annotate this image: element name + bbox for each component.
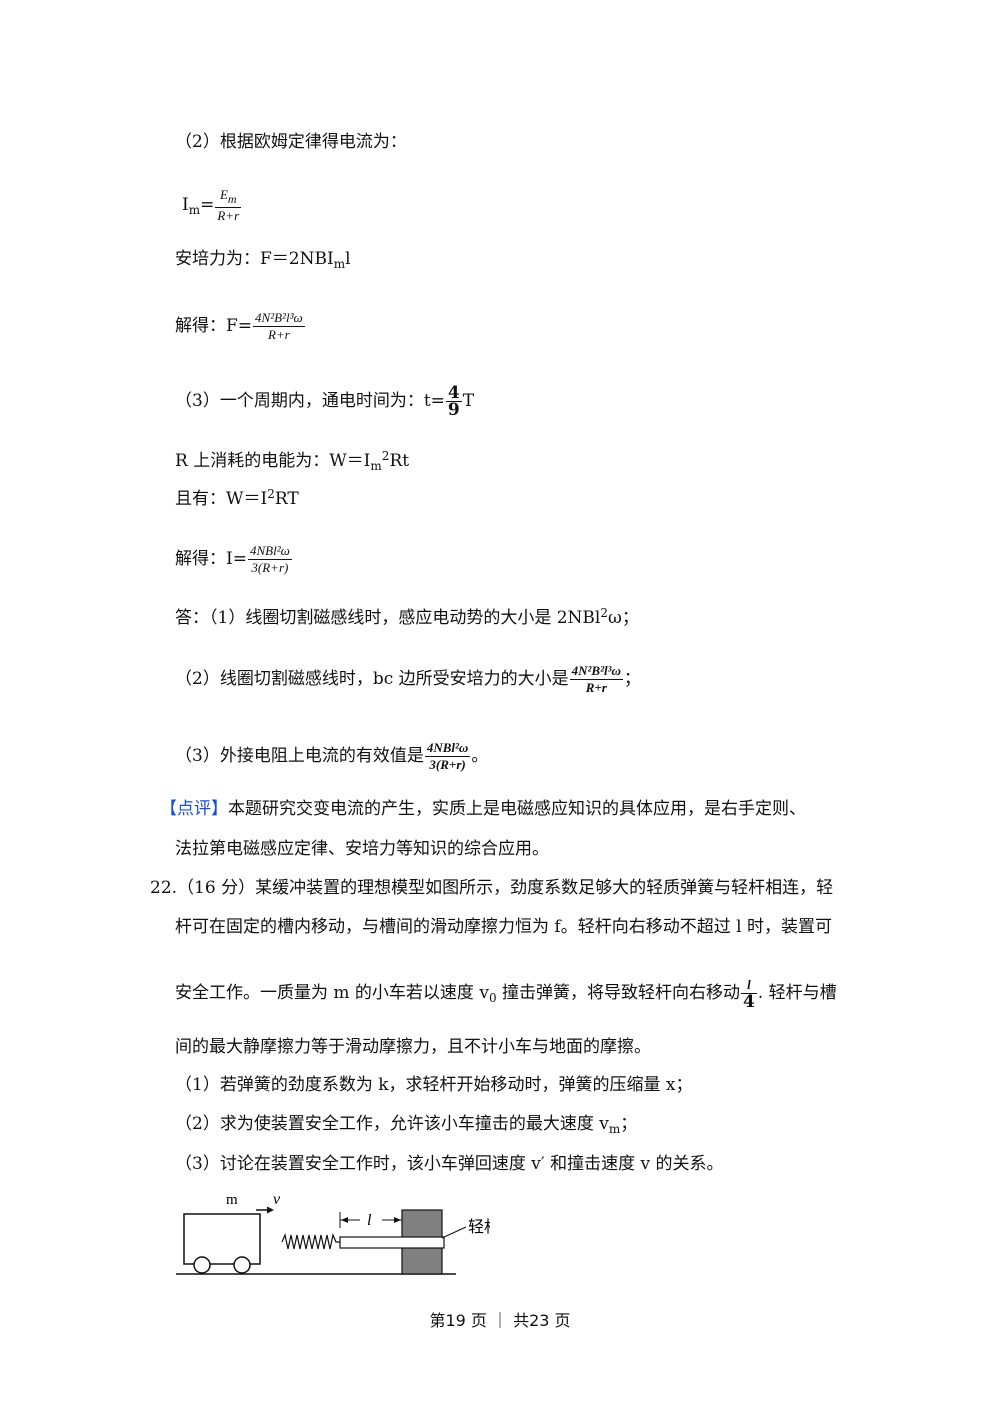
velocity-arrowhead [267,1206,274,1214]
length-arrowhead-left [341,1217,348,1223]
cart-wheel-left [193,1256,211,1274]
question-22-line-2: 杆可在固定的槽内移动，与槽间的滑动摩擦力恒为 f。轻杆向右移动不超过 l 时，装… [175,917,832,937]
question-22-part-2: （2）求为使装置安全工作，允许该小车撞击的最大速度 vm； [175,1114,638,1136]
question-22-line-4: 间的最大静摩擦力等于滑动摩擦力，且不计小车与地面的摩擦。 [175,1037,651,1057]
line-ampere-force: 安培力为：F＝2NBIml [175,249,351,271]
spring [281,1233,340,1250]
page-footer: 第19 页 ｜ 共23 页 [429,1311,571,1330]
rod-label-leader [441,1226,467,1239]
length-label: l [367,1212,372,1229]
cart-body [183,1213,261,1265]
line-energy-r: R 上消耗的电能为：W＝Im2Rt [175,449,410,473]
velocity-label: v [273,1191,281,1208]
line-answer-1: 答：（1）线圈切割磁感线时，感应电动势的大小是 2NBl2ω； [175,606,639,628]
line-energy-effective: 且有：W＝I2RT [175,487,299,509]
rod [339,1236,445,1249]
line-ohm-law: （2）根据欧姆定律得电流为： [175,132,407,152]
question-22-part-1: （1）若弹簧的劲度系数为 k，求轻杆开始移动时，弹簧的压缩量 x； [175,1075,693,1095]
comment-tag: 【点评】 [160,799,228,819]
line-comment: 【点评】本题研究交变电流的产生，实质上是电磁感应知识的具体应用，是右手定则、 [160,799,806,819]
cart-wheel-right [233,1256,251,1274]
mass-label: m [226,1192,238,1208]
rod-label: 轻杆 [468,1218,490,1236]
buffer-device-figure: m v l 轻杆 [176,1191,490,1275]
line-comment-cont: 法拉第电磁感应定律、安培力等知识的综合应用。 [175,839,549,859]
question-22-part-3: （3）讨论在装置安全工作时，该小车弹回速度 v′ 和撞击速度 v 的关系。 [175,1154,724,1174]
length-arrowhead-right [394,1217,401,1223]
question-22-line-1: 22.（16 分）某缓冲装置的理想模型如图所示，劲度系数足够大的轻质弹簧与轻杆相… [150,878,834,898]
